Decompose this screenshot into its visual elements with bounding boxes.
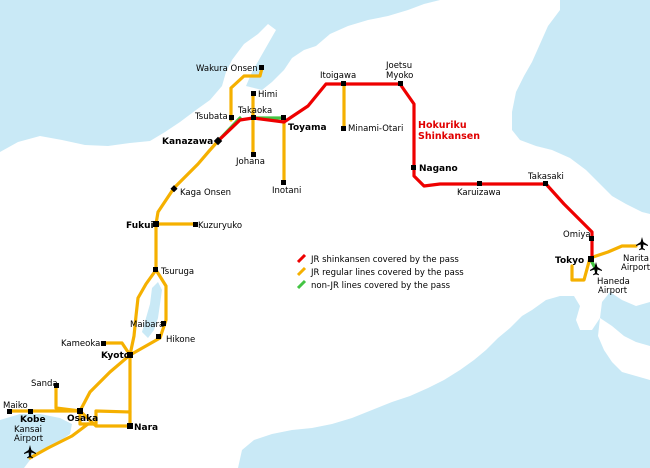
line-label-2: Shinkansen: [418, 131, 480, 142]
legend-swatch-jr-regular: [296, 266, 307, 277]
station-marker: [477, 181, 482, 186]
label-narita-1: Narita: [623, 254, 649, 264]
label-tsuruga: Tsuruga: [160, 267, 194, 277]
station-marker: [281, 115, 286, 120]
label-fukui: Fukui: [126, 221, 154, 231]
station-marker: [127, 423, 133, 429]
station-marker: [153, 267, 158, 272]
label-joetsu: Joetsu Myoko: [385, 61, 415, 81]
label-tokyo: Tokyo: [555, 256, 584, 266]
line-yamatoji: [78, 409, 132, 428]
label-kansai-2: Airport: [14, 434, 44, 444]
line-kansai-airport: [28, 422, 90, 460]
label-kansai-1: Kansai: [14, 425, 42, 435]
label-karuizawa: Karuizawa: [457, 188, 501, 198]
station-marker: [153, 221, 159, 227]
station-marker: [281, 180, 286, 185]
label-kuzuryuko: Kuzuryuko: [198, 221, 242, 231]
airplane-icon: [24, 445, 36, 459]
legend-swatch-shinkansen: [296, 253, 307, 264]
legend-swatch-non-jr: [296, 279, 307, 290]
line-tokaido: [128, 268, 168, 357]
line-hokuriku-shinkansen: [216, 82, 594, 260]
osaka-bay: [0, 414, 72, 468]
label-minamiotari: Minami-Otari: [348, 124, 403, 134]
station-marker: [543, 181, 548, 186]
legend-label-jr-regular: JR regular lines covered by the pass: [310, 268, 464, 278]
lake-biwa: [142, 282, 162, 338]
label-takaoka: Takaoka: [237, 106, 272, 116]
station-marker: [259, 65, 264, 70]
station-marker: [213, 136, 223, 146]
station-marker: [251, 152, 256, 157]
label-kansai: Kansai Airport: [14, 425, 45, 444]
line-osaka-loop: [78, 409, 132, 426]
label-sanda: Sanda: [31, 379, 58, 389]
station-marker: [7, 409, 12, 414]
label-hikone: Hikone: [166, 335, 195, 345]
label-nara: Nara: [134, 423, 158, 433]
label-joetsu-2: Myoko: [386, 71, 413, 81]
label-wakura: Wakura Onsen: [196, 64, 258, 74]
label-kobe: Kobe: [20, 415, 46, 425]
label-narita: Narita Airport: [621, 254, 650, 273]
label-toyama: Toyama: [288, 123, 327, 133]
line-takarazuka: [54, 384, 82, 413]
label-haneda-1: Haneda: [597, 277, 630, 287]
station-marker: [161, 321, 166, 326]
station-marker: [156, 334, 161, 339]
station-marker: [341, 126, 346, 131]
label-osaka: Osaka: [67, 414, 98, 424]
station-marker: [411, 165, 416, 170]
label-kanazawa: Kanazawa: [162, 137, 213, 147]
label-takasaki: Takasaki: [527, 172, 564, 182]
label-kaga: Kaga Onsen: [180, 188, 231, 198]
label-itoigawa: Itoigawa: [320, 71, 356, 81]
line-label: Hokuriku Shinkansen: [418, 120, 480, 142]
label-tsubata: Tsubata: [194, 112, 228, 122]
airplane-icon: [636, 237, 648, 251]
label-joetsu-1: Joetsu: [385, 61, 412, 71]
label-omiya: Omiya: [563, 230, 591, 240]
station-marker: [54, 383, 59, 388]
label-inotani: Inotani: [272, 186, 301, 196]
station-marker: [229, 115, 234, 120]
station-marker: [251, 91, 256, 96]
line-wakura: [229, 66, 264, 122]
label-kameoka: Kameoka: [61, 339, 100, 349]
station-marker: [101, 341, 106, 346]
label-himi: Himi: [258, 90, 277, 100]
station-marker: [588, 256, 594, 262]
station-marker: [589, 236, 594, 241]
label-johana: Johana: [235, 157, 265, 167]
legend: JR shinkansen covered by the pass JR reg…: [296, 253, 464, 291]
land-boso: [598, 318, 650, 380]
label-kyoto: Kyoto: [101, 351, 130, 361]
station-marker: [170, 185, 178, 193]
line-label-1: Hokuriku: [418, 120, 467, 131]
station-marker: [398, 81, 403, 86]
line-sagano: [102, 341, 132, 357]
label-haneda: Haneda Airport: [597, 277, 633, 296]
station-markers: [7, 65, 594, 429]
legend-label-shinkansen: JR shinkansen covered by the pass: [310, 255, 459, 265]
line-narita: [588, 244, 638, 260]
station-marker: [251, 115, 256, 120]
label-maibara: Maibara: [130, 320, 164, 330]
station-marker: [127, 352, 133, 358]
label-narita-2: Airport: [621, 263, 650, 273]
label-haneda-2: Airport: [598, 286, 628, 296]
station-marker: [193, 222, 198, 227]
label-maiko: Maiko: [3, 401, 28, 411]
legend-label-non-jr: non-JR lines covered by the pass: [311, 281, 451, 291]
station-marker: [77, 408, 83, 414]
station-marker: [28, 409, 33, 414]
station-marker: [341, 81, 346, 86]
label-nagano: Nagano: [419, 164, 458, 174]
airplane-icon: [590, 262, 602, 276]
line-tokyo-loop: [570, 256, 592, 282]
